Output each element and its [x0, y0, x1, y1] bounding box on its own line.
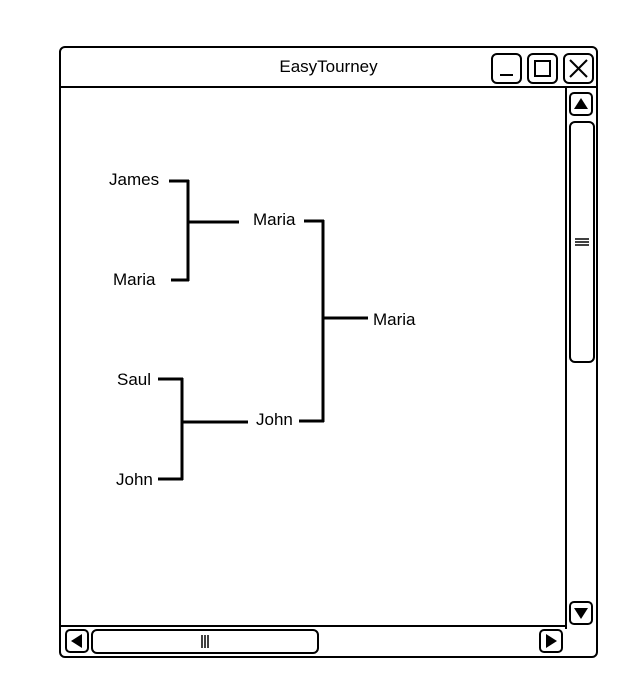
- window-title: EasyTourney: [279, 57, 378, 76]
- title-bar[interactable]: EasyTourney: [61, 48, 596, 88]
- scrollbar-corner: [565, 625, 596, 656]
- player-entry[interactable]: Saul: [117, 370, 152, 389]
- bracket-canvas: James Maria Saul John Maria John Maria: [61, 88, 567, 628]
- grip-icon: [575, 238, 589, 246]
- player-entry[interactable]: James: [109, 170, 160, 189]
- winner-entry[interactable]: Maria: [373, 310, 416, 329]
- player-entry[interactable]: John: [116, 470, 153, 489]
- vertical-scroll-thumb[interactable]: [569, 121, 595, 363]
- minimize-icon: [500, 74, 513, 76]
- arrow-up-icon: [574, 98, 588, 109]
- grip-icon: [201, 635, 209, 648]
- app-window: EasyTourney: [59, 46, 598, 658]
- arrow-left-icon: [71, 634, 82, 648]
- minimize-button[interactable]: [491, 53, 522, 84]
- round2-entry[interactable]: Maria: [253, 210, 296, 229]
- scroll-right-button[interactable]: [539, 629, 563, 653]
- horizontal-scroll-thumb[interactable]: [91, 629, 319, 654]
- maximize-icon: [534, 60, 551, 77]
- arrow-right-icon: [546, 634, 557, 648]
- arrow-down-icon: [574, 608, 588, 619]
- scroll-up-button[interactable]: [569, 92, 593, 116]
- bracket-lines: [158, 179, 368, 481]
- horizontal-scrollbar[interactable]: [61, 625, 565, 656]
- maximize-button[interactable]: [527, 53, 558, 84]
- close-button[interactable]: [563, 53, 594, 84]
- player-entry[interactable]: Maria: [113, 270, 156, 289]
- scroll-down-button[interactable]: [569, 601, 593, 625]
- scroll-left-button[interactable]: [65, 629, 89, 653]
- vertical-scrollbar[interactable]: [565, 88, 596, 629]
- round2-entry[interactable]: John: [256, 410, 293, 429]
- close-icon: [569, 59, 588, 78]
